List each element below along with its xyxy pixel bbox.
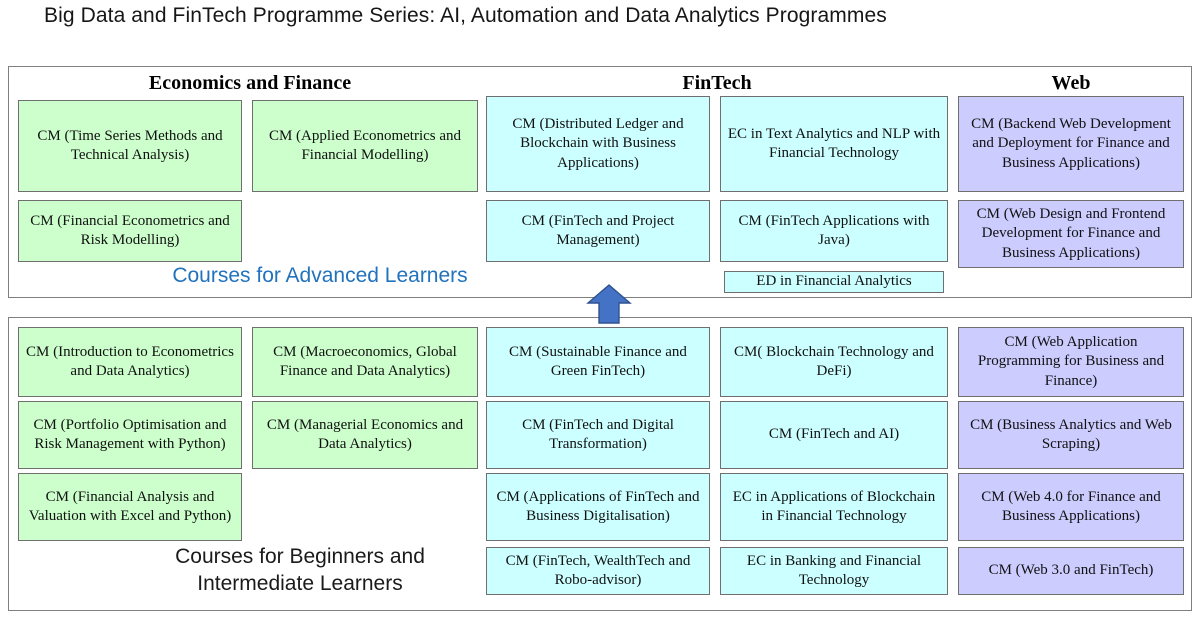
course-card[interactable]: CM (Backend Web Development and Deployme…	[958, 96, 1184, 192]
course-card[interactable]: CM (Portfolio Optimisation and Risk Mana…	[18, 401, 242, 469]
course-card[interactable]: CM (FinTech and Digital Transformation)	[486, 401, 710, 469]
course-card[interactable]: EC in Banking and Financial Technology	[720, 547, 948, 595]
course-card[interactable]: CM (Web 4.0 for Finance and Business App…	[958, 473, 1184, 541]
course-card[interactable]: CM (Financial Analysis and Valuation wit…	[18, 473, 242, 541]
course-card[interactable]: CM (Business Analytics and Web Scraping)	[958, 401, 1184, 469]
course-card[interactable]: CM (FinTech Applications with Java)	[720, 200, 948, 262]
course-card[interactable]: CM (FinTech and Project Management)	[486, 200, 710, 262]
course-card[interactable]: CM (Applications of FinTech and Business…	[486, 473, 710, 541]
course-card[interactable]: CM (Financial Econometrics and Risk Mode…	[18, 200, 242, 262]
band-label-advanced: Courses for Advanced Learners	[172, 264, 468, 287]
course-card[interactable]: ED in Financial Analytics	[724, 271, 944, 293]
course-card[interactable]: CM (Sustainable Finance and Green FinTec…	[486, 327, 710, 397]
up-arrow-icon	[586, 284, 632, 324]
course-card[interactable]: CM (Web Application Programming for Busi…	[958, 327, 1184, 397]
course-card[interactable]: EC in Applications of Blockchain in Fina…	[720, 473, 948, 541]
column-header-web: Web	[1051, 72, 1091, 94]
course-card[interactable]: CM (Distributed Ledger and Blockchain wi…	[486, 96, 710, 192]
band-label-beginner: Courses for Beginners and Intermediate L…	[175, 545, 425, 595]
course-card[interactable]: CM (FinTech, WealthTech and Robo-advisor…	[486, 547, 710, 595]
column-header-economics-and-finance: Economics and Finance	[148, 72, 352, 94]
course-card[interactable]: CM (Introduction to Econometrics and Dat…	[18, 327, 242, 397]
page-title: Big Data and FinTech Programme Series: A…	[44, 4, 887, 27]
course-card[interactable]: EC in Text Analytics and NLP with Financ…	[720, 96, 948, 192]
course-card[interactable]: CM (Web 3.0 and FinTech)	[958, 547, 1184, 595]
course-card[interactable]: CM (Web Design and Frontend Development …	[958, 200, 1184, 268]
course-card[interactable]: CM (Managerial Economics and Data Analyt…	[252, 401, 478, 469]
course-card[interactable]: CM( Blockchain Technology and DeFi)	[720, 327, 948, 397]
course-card[interactable]: CM (Applied Econometrics and Financial M…	[252, 100, 478, 192]
course-card[interactable]: CM (Macroeconomics, Global Finance and D…	[252, 327, 478, 397]
course-card[interactable]: CM (Time Series Methods and Technical An…	[18, 100, 242, 192]
column-header-fintech: FinTech	[682, 72, 752, 94]
course-card[interactable]: CM (FinTech and AI)	[720, 401, 948, 469]
